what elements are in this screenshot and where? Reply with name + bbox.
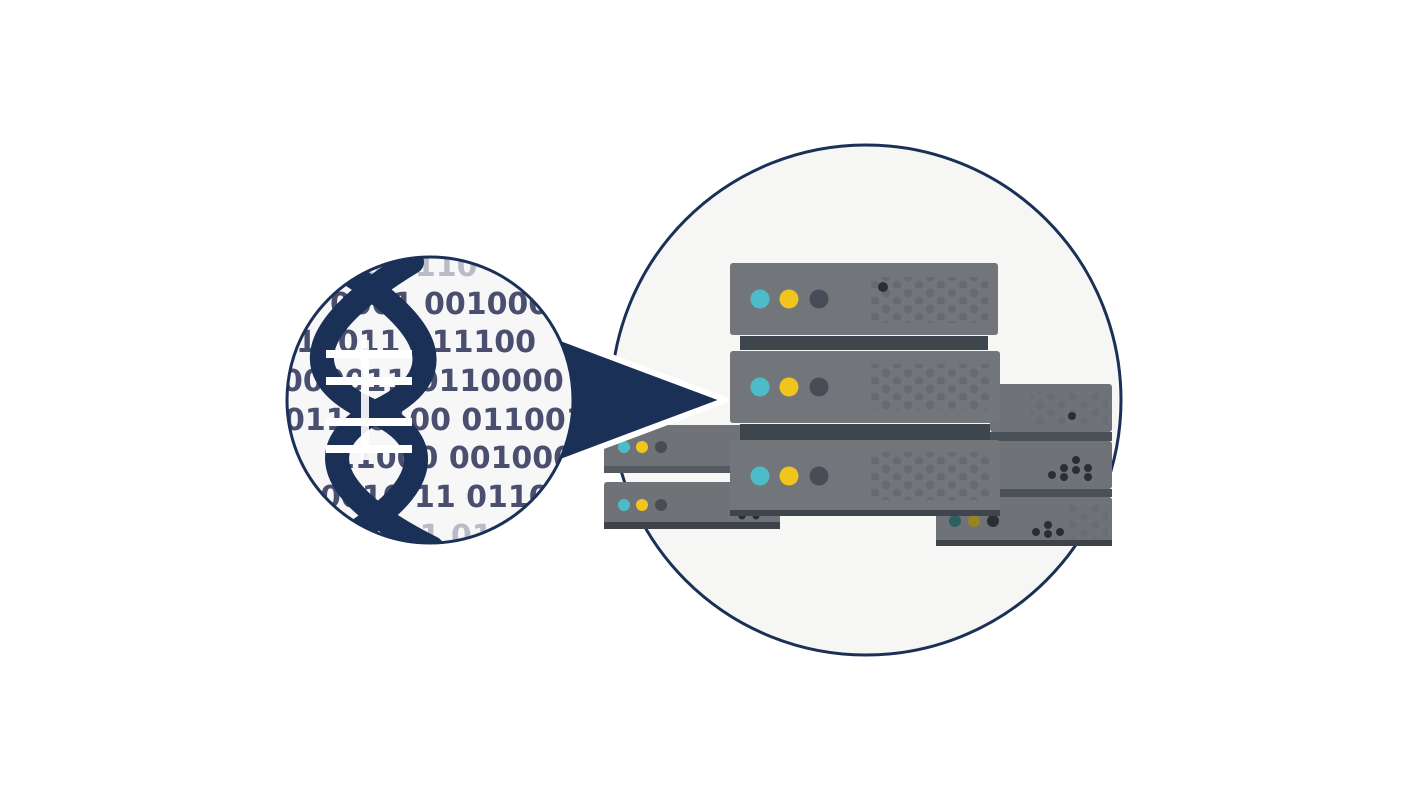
led-yellow (779, 466, 799, 486)
server-unit-bottom (730, 440, 1000, 516)
led-yellow (968, 515, 980, 527)
led-yellow (779, 289, 799, 309)
led-gray (809, 466, 829, 486)
led-cyan (949, 515, 961, 527)
server-unit-middle (730, 351, 1000, 440)
dna-circle (287, 257, 573, 543)
led-cyan (618, 441, 630, 453)
led-yellow (636, 499, 648, 511)
led-gray (655, 441, 667, 453)
server-unit-back-right-1 (990, 384, 1112, 432)
led-cyan (750, 377, 770, 397)
server-stack-icon (730, 263, 1000, 516)
server-unit-top (730, 263, 998, 350)
server-unit-back-right-2 (990, 441, 1112, 489)
led-cyan (750, 466, 770, 486)
led-gray (809, 289, 829, 309)
dna-icon (309, 257, 444, 543)
led-gray (809, 377, 829, 397)
led-cyan (618, 499, 630, 511)
led-gray (987, 515, 999, 527)
led-cyan (750, 289, 770, 309)
led-yellow (779, 377, 799, 397)
led-yellow (636, 441, 648, 453)
led-gray (655, 499, 667, 511)
